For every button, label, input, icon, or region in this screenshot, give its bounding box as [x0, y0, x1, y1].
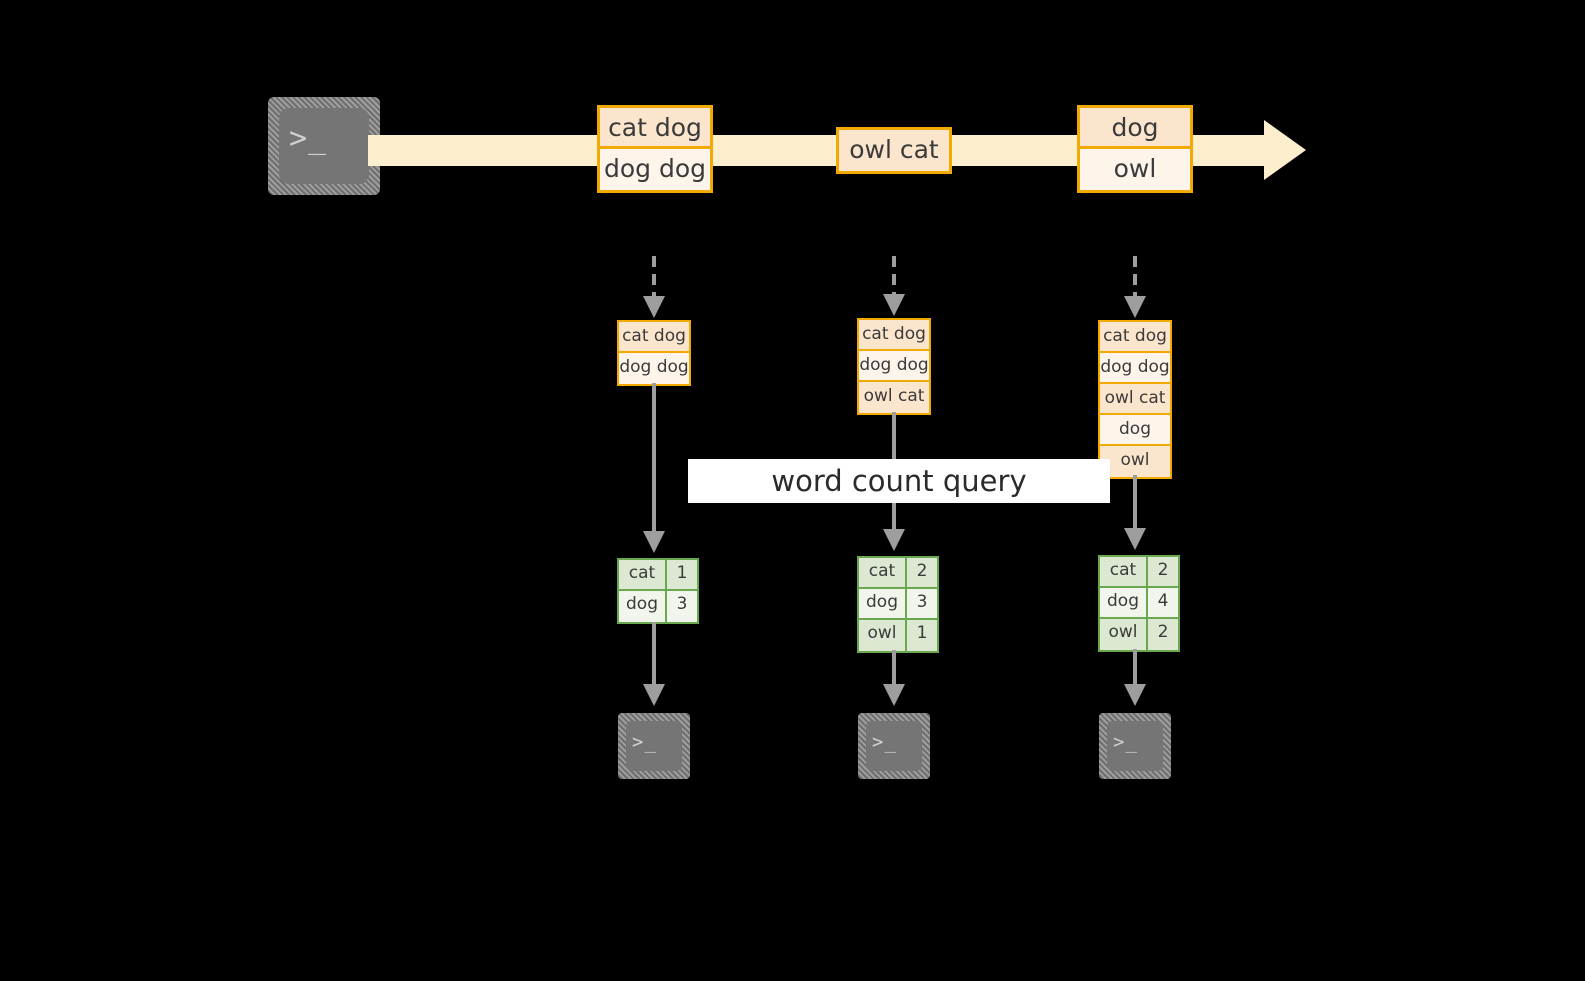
stream-group-2: owl cat — [836, 127, 952, 174]
input-row: cat dog — [1100, 322, 1170, 353]
input-row: dog dog — [619, 353, 689, 384]
table-row: owl 1 — [859, 620, 937, 651]
terminal-prompt-icon: >_ — [632, 731, 657, 753]
result-count: 3 — [907, 589, 937, 620]
trigger-arrow-head-1 — [643, 296, 665, 318]
query-arrow-head-3 — [1124, 528, 1146, 550]
terminal-prompt-icon: >_ — [1113, 731, 1138, 753]
result-word: owl — [1100, 619, 1148, 650]
query-arrow-line-1 — [652, 383, 656, 531]
stream-group-1: cat dog dog dog — [597, 105, 713, 193]
input-row: dog dog — [859, 351, 929, 382]
stream-group-3: dog owl — [1077, 105, 1193, 193]
sink-terminal-icon-1: >_ — [618, 713, 690, 779]
table-row: cat 2 — [1100, 557, 1178, 588]
result-table-2: cat 2 dog 3 owl 1 — [857, 556, 939, 653]
result-table-1: cat 1 dog 3 — [617, 558, 699, 624]
result-count: 2 — [1148, 619, 1178, 650]
stream-record: owl — [1080, 149, 1190, 190]
sink-arrow-line-1 — [652, 622, 656, 684]
result-word: cat — [619, 560, 667, 591]
query-arrow-head-1 — [643, 531, 665, 553]
sink-arrow-line-2 — [892, 650, 896, 684]
input-row: dog — [1100, 415, 1170, 446]
table-row: cat 2 — [859, 558, 937, 589]
stream-record: owl cat — [839, 130, 949, 171]
trigger-arrow-line-2 — [892, 256, 896, 302]
input-row: cat dog — [859, 320, 929, 351]
table-row: owl 2 — [1100, 619, 1178, 650]
result-count: 3 — [667, 591, 697, 622]
result-count: 2 — [1148, 557, 1178, 588]
input-table-3: cat dog dog dog owl cat dog owl — [1098, 320, 1172, 479]
sink-arrow-head-3 — [1124, 684, 1146, 706]
result-count: 2 — [907, 558, 937, 589]
result-word: dog — [1100, 588, 1148, 619]
input-row: owl cat — [1100, 384, 1170, 415]
result-word: cat — [1100, 557, 1148, 588]
source-terminal-icon: >_ — [268, 97, 380, 195]
query-label-band: word count query — [688, 459, 1110, 503]
sink-terminal-body-2: >_ — [866, 721, 922, 771]
trigger-arrow-head-3 — [1124, 296, 1146, 318]
trigger-arrow-line-1 — [652, 256, 656, 304]
trigger-arrow-line-3 — [1133, 256, 1137, 304]
sink-arrow-line-3 — [1133, 649, 1137, 684]
table-row: dog 4 — [1100, 588, 1178, 619]
sink-terminal-body-3: >_ — [1107, 721, 1163, 771]
query-arrow-head-2 — [883, 529, 905, 551]
result-word: cat — [859, 558, 907, 589]
terminal-prompt-icon: >_ — [872, 731, 897, 753]
result-count: 1 — [667, 560, 697, 591]
sink-arrow-head-2 — [883, 684, 905, 706]
result-word: dog — [859, 589, 907, 620]
stream-record: dog — [1080, 108, 1190, 149]
result-count: 1 — [907, 620, 937, 651]
sink-terminal-icon-3: >_ — [1099, 713, 1171, 779]
sink-terminal-body-1: >_ — [626, 721, 682, 771]
trigger-arrow-head-2 — [883, 294, 905, 316]
table-row: dog 3 — [859, 589, 937, 620]
result-count: 4 — [1148, 588, 1178, 619]
input-row: cat dog — [619, 322, 689, 353]
terminal-prompt-icon: >_ — [289, 121, 328, 156]
stream-record: dog dog — [600, 149, 710, 190]
input-row: owl cat — [859, 382, 929, 413]
input-row: dog dog — [1100, 353, 1170, 384]
input-row: owl — [1100, 446, 1170, 477]
query-label: word count query — [771, 464, 1027, 498]
sink-arrow-head-1 — [643, 684, 665, 706]
result-word: owl — [859, 620, 907, 651]
table-row: cat 1 — [619, 560, 697, 591]
input-table-2: cat dog dog dog owl cat — [857, 318, 931, 415]
result-table-3: cat 2 dog 4 owl 2 — [1098, 555, 1180, 652]
source-terminal-body: >_ — [279, 108, 369, 184]
stream-arrow-head — [1264, 120, 1306, 180]
result-word: dog — [619, 591, 667, 622]
input-table-1: cat dog dog dog — [617, 320, 691, 386]
stream-record: cat dog — [600, 108, 710, 149]
table-row: dog 3 — [619, 591, 697, 622]
sink-terminal-icon-2: >_ — [858, 713, 930, 779]
query-arrow-line-3 — [1133, 475, 1137, 530]
